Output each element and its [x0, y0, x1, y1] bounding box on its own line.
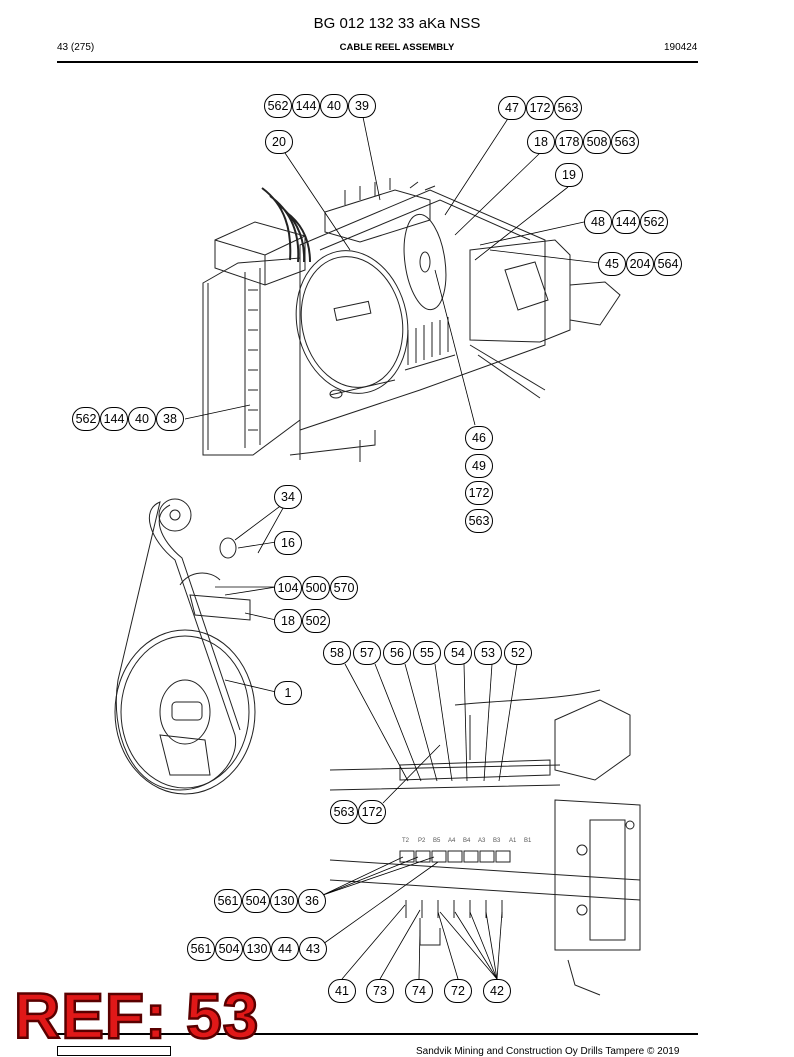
- small-reel: [403, 213, 447, 311]
- callout: 73: [366, 979, 394, 1003]
- callout: 563: [465, 509, 493, 533]
- callout: 178: [555, 130, 583, 154]
- right-motor: [469, 239, 571, 343]
- callout: 42: [483, 979, 511, 1003]
- callout: 53: [474, 641, 502, 665]
- block-label: B3: [493, 838, 501, 844]
- block-labels: T2 P2 B5 A4 B4 A3 B3 A1 B1: [402, 838, 532, 844]
- callout: 144: [612, 210, 640, 234]
- main-frame: [299, 189, 546, 431]
- document-date: 190424: [664, 42, 698, 53]
- leader-lines: [184, 116, 600, 980]
- callout: 172: [526, 96, 554, 120]
- callout: 172: [358, 800, 386, 824]
- hoses: [261, 187, 311, 263]
- big-reel: [295, 250, 409, 394]
- callout: 45: [598, 252, 626, 276]
- section-title: CABLE REEL ASSEMBLY: [339, 42, 455, 53]
- callout: 564: [654, 252, 682, 276]
- lower-frame: [329, 764, 641, 901]
- footer-rule: [57, 1033, 698, 1035]
- callout: 508: [583, 130, 611, 154]
- callout: 570: [330, 576, 358, 600]
- header-rule: [57, 61, 698, 63]
- callout: 563: [611, 130, 639, 154]
- callout: 56: [383, 641, 411, 665]
- callout: 43: [299, 937, 327, 961]
- block-label: T2: [402, 838, 410, 844]
- callout: 1: [274, 681, 302, 705]
- top-box: [214, 221, 306, 286]
- valve-blocks: [399, 850, 511, 863]
- block-label: B4: [463, 838, 471, 844]
- callout: 144: [292, 94, 320, 118]
- callout: 500: [302, 576, 330, 600]
- callout: 19: [555, 163, 583, 187]
- callout: 16: [274, 531, 302, 555]
- callout: 36: [298, 889, 326, 913]
- callout: 563: [554, 96, 582, 120]
- footer-copyright: Sandvik Mining and Construction Oy Drill…: [416, 1046, 680, 1057]
- callout: 504: [215, 937, 243, 961]
- sprocket: [158, 498, 192, 532]
- block-label: B1: [524, 838, 532, 844]
- callout: 172: [465, 481, 493, 505]
- callout: 561: [214, 889, 242, 913]
- callout: 504: [242, 889, 270, 913]
- callout: 41: [328, 979, 356, 1003]
- block-label: A3: [478, 838, 486, 844]
- block-label: A1: [509, 838, 517, 844]
- callout: 44: [271, 937, 299, 961]
- callout: 39: [348, 94, 376, 118]
- callout: 72: [444, 979, 472, 1003]
- callout: 104: [274, 576, 302, 600]
- cabinet: [202, 257, 301, 456]
- callout: 18: [274, 609, 302, 633]
- callout: 40: [128, 407, 156, 431]
- callout: 40: [320, 94, 348, 118]
- right-bracket: [554, 699, 631, 781]
- callout: 38: [156, 407, 184, 431]
- callout: 54: [444, 641, 472, 665]
- callout: 74: [405, 979, 433, 1003]
- block-label: P2: [418, 838, 426, 844]
- callout: 58: [323, 641, 351, 665]
- drive-belt: [115, 501, 237, 791]
- lower-reel: [114, 629, 256, 795]
- block-label: A4: [448, 838, 456, 844]
- document-title: BG 012 132 33 aKa NSS: [313, 15, 481, 32]
- callout: 562: [640, 210, 668, 234]
- callout: 57: [353, 641, 381, 665]
- callout: 18: [527, 130, 555, 154]
- callout: 34: [274, 485, 302, 509]
- callout: 130: [270, 889, 298, 913]
- callout: 502: [302, 609, 330, 633]
- callout: 144: [100, 407, 128, 431]
- callout: 47: [498, 96, 526, 120]
- callout: 561: [187, 937, 215, 961]
- callout: 562: [264, 94, 292, 118]
- callout: 130: [243, 937, 271, 961]
- callout: 562: [72, 407, 100, 431]
- callout: 563: [330, 800, 358, 824]
- callout: 55: [413, 641, 441, 665]
- callout: 46: [465, 426, 493, 450]
- callout: 52: [504, 641, 532, 665]
- callout: 48: [584, 210, 612, 234]
- block-label: B5: [433, 838, 441, 844]
- reference-watermark: REF: 53: [13, 980, 260, 1052]
- callout: 20: [265, 130, 293, 154]
- callout: 49: [465, 454, 493, 478]
- callout: 204: [626, 252, 654, 276]
- page-number: 43 (275): [57, 42, 95, 53]
